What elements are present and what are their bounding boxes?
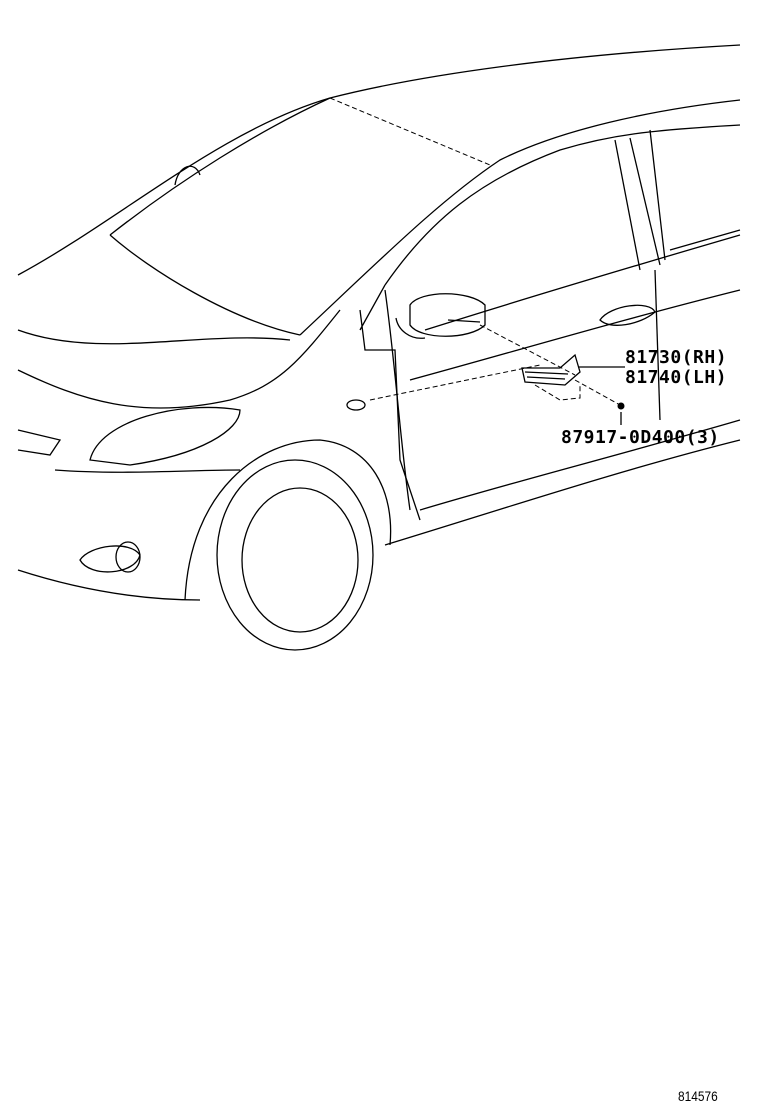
- callout-81730: 81730(RH): [625, 347, 727, 368]
- c-window: [649, 129, 741, 261]
- windshield-bottom: [109, 234, 301, 336]
- headlight: [89, 406, 241, 466]
- door-line: [409, 289, 741, 381]
- wheel-rim: [241, 487, 359, 633]
- part-lamp-box: [534, 384, 581, 401]
- front-bumper: [17, 469, 241, 601]
- screw-87917: [617, 402, 625, 410]
- hood-crease: [17, 329, 291, 345]
- roof-line: [17, 44, 741, 276]
- door-handle: [599, 304, 656, 326]
- window-sill: [424, 234, 741, 331]
- hood-line: [17, 309, 341, 409]
- mirror-lamp: [447, 319, 481, 323]
- callout-81740: 81740(LH): [625, 367, 727, 388]
- windshield-top: [109, 97, 331, 236]
- side-label: (LH): [681, 367, 728, 388]
- part-number: 81730: [625, 347, 682, 368]
- part-number: 81740: [625, 367, 682, 388]
- fog-lamp-lens: [115, 541, 141, 573]
- side-mirror: [409, 293, 486, 337]
- rear-door-edge: [654, 269, 661, 421]
- callout-87917: 87917-0D400(3): [561, 427, 720, 448]
- grille: [17, 429, 62, 456]
- wheel-arch: [184, 439, 392, 601]
- part-81730-lamp: [521, 353, 581, 386]
- mirror-base: [395, 317, 426, 339]
- antenna: [174, 165, 201, 186]
- front-fender: [359, 284, 421, 521]
- fender-marker: [346, 399, 366, 411]
- body-side-dash: [369, 364, 541, 401]
- door-window: [384, 124, 741, 286]
- leader-mirror-to-lamp: [479, 324, 576, 376]
- part-number: 87917-0D400: [561, 427, 686, 448]
- b-pillar: [614, 137, 661, 271]
- roof-dash: [329, 97, 491, 166]
- illustration-code: 814576: [678, 1088, 718, 1104]
- tire: [216, 459, 374, 651]
- rocker: [384, 419, 741, 546]
- side-label: (RH): [681, 347, 728, 368]
- quantity-label: (3): [685, 427, 720, 448]
- door-front-edge: [384, 289, 411, 511]
- leader-lamp-to-screw: [574, 379, 621, 406]
- a-pillar: [299, 99, 741, 336]
- fog-lamp: [79, 545, 141, 573]
